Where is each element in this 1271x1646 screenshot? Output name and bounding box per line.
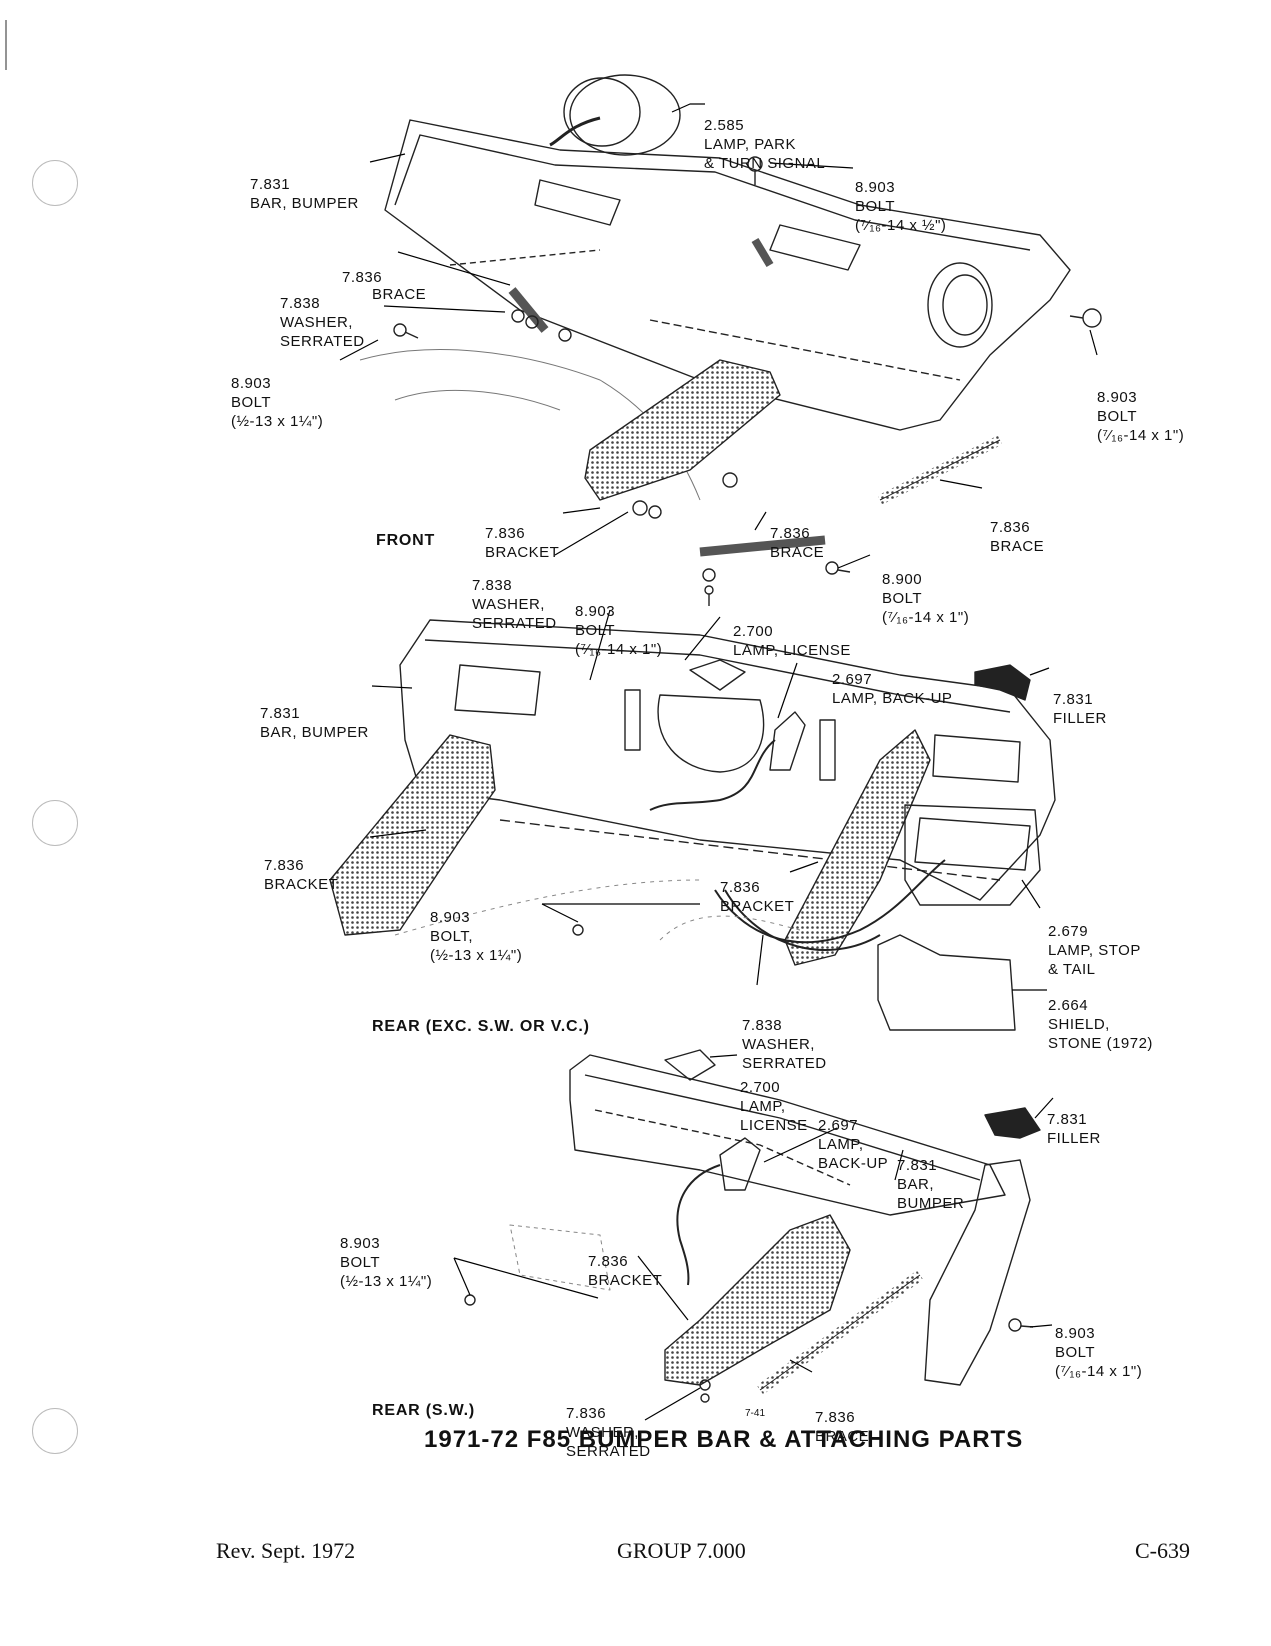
punch-hole-bottom (32, 1408, 78, 1454)
front-right-lamp-bezel (927, 262, 993, 348)
rear-bracket-left (329, 734, 496, 936)
sw-filler (984, 1107, 1041, 1139)
punch-hole-top (32, 160, 78, 206)
punch-hole-middle (32, 800, 78, 846)
figure-number: 7-41 (745, 1408, 766, 1419)
front-brace-mid (699, 535, 826, 557)
section-front: FRONT (376, 532, 436, 549)
rear-filler (974, 664, 1031, 701)
footer-group: GROUP 7.000 (617, 1538, 746, 1563)
stone-shield (877, 934, 1016, 1031)
diagram-title: 1971-72 F85 BUMPER BAR & ATTACHING PARTS (424, 1426, 1024, 1453)
section-rear-sw: REAR (S.W.) (372, 1402, 476, 1419)
front-bracket (584, 359, 781, 501)
footer-page-number: C-639 (1135, 1538, 1190, 1563)
sw-bracket (664, 1214, 851, 1386)
sw-bumper-bar (569, 1054, 1006, 1216)
park-lamp (549, 74, 681, 156)
footer-revision: Rev. Sept. 1972 (216, 1538, 356, 1563)
section-rear: REAR (EXC. S.W. OR V.C.) (372, 1018, 590, 1035)
rear-bracket-right (784, 729, 931, 966)
